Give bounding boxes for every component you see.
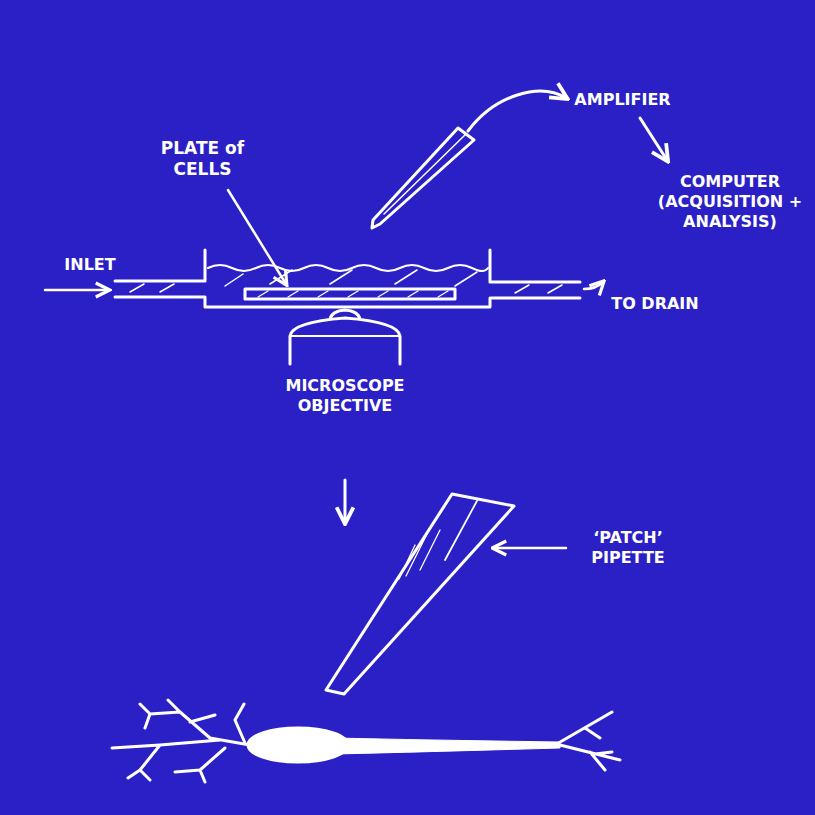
part-label: MICROSCOPE OBJECTIVE (270, 376, 420, 416)
leader-line (494, 547, 566, 550)
down-arrow (344, 480, 347, 522)
amplifier-wire (468, 91, 566, 131)
cell-plate (245, 289, 455, 299)
signal-arrow (640, 118, 667, 160)
leader-line (228, 190, 286, 284)
device-label: COMPUTER (ACQUISITION + ANALYSIS) (655, 172, 805, 232)
flow-label: TO DRAIN (600, 294, 710, 314)
neuron-cell (112, 700, 620, 782)
part-label: PLATE of CELLS (150, 138, 255, 181)
device-label: AMPLIFIER (560, 90, 685, 110)
recording-pipette (372, 128, 474, 228)
recording-chamber (115, 250, 580, 307)
microscope-objective (290, 310, 400, 364)
flow-label: INLET (55, 255, 125, 275)
part-label: ‘PATCH’ PIPETTE (572, 528, 684, 568)
inlet-arrow (45, 289, 108, 292)
drain-arrow (584, 282, 603, 289)
patch-pipette (326, 494, 514, 694)
